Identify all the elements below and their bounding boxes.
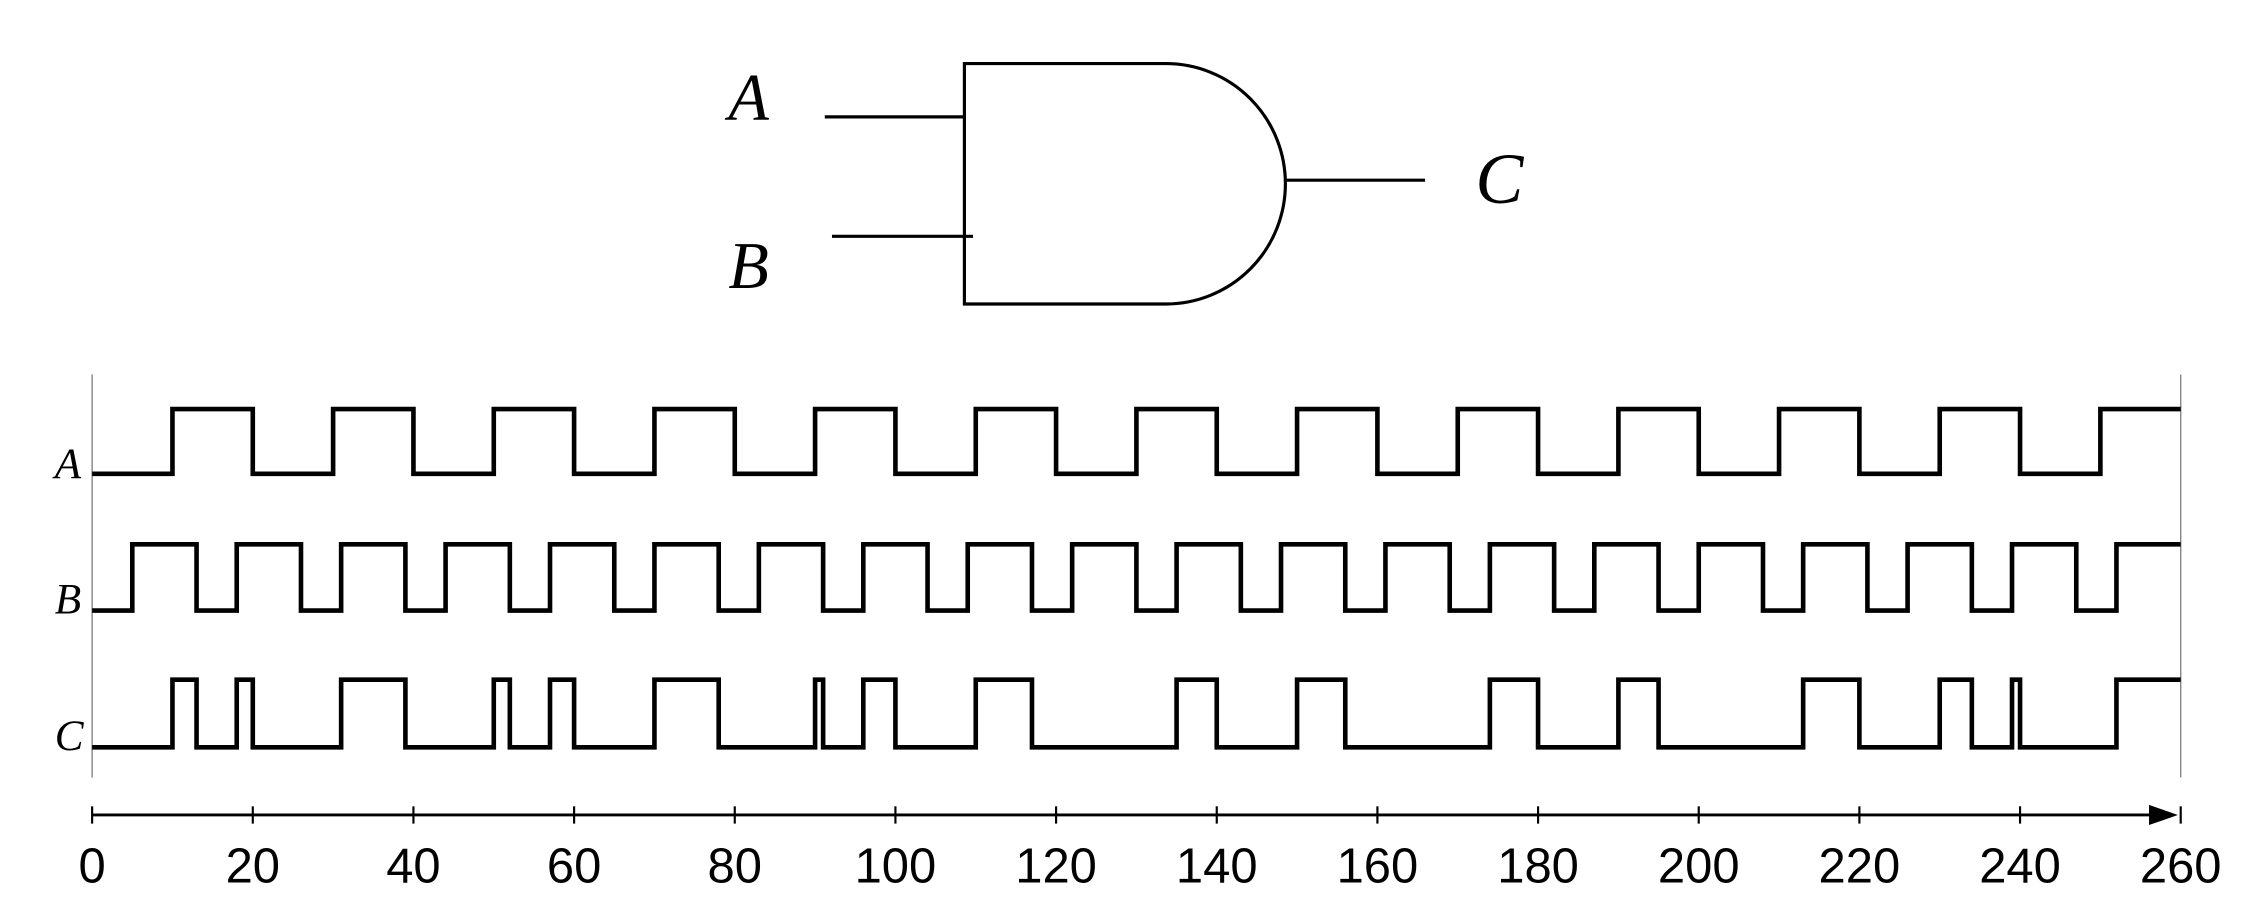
axis-tick-label: 0 xyxy=(79,840,106,894)
axis-tick-label: 200 xyxy=(1658,840,1740,894)
and-gate-symbol: A B C xyxy=(724,62,1524,306)
axis-tick-label: 40 xyxy=(386,840,440,894)
signal-label-a: A xyxy=(52,441,82,488)
time-axis: 0 20 40 60 80 100 120 140 160 180 200 220 240 260 xyxy=(79,804,2222,894)
axis-tick-label: 100 xyxy=(855,840,937,894)
and-gate-body xyxy=(962,62,1287,306)
waveform-b xyxy=(92,542,2181,613)
axis-tick-label: 220 xyxy=(1819,840,1901,894)
axis-tick-label: 180 xyxy=(1497,840,1579,894)
time-axis-arrow-icon xyxy=(2149,804,2178,826)
waveform-c xyxy=(92,677,2181,750)
axis-tick-label: 240 xyxy=(1979,840,2061,894)
signal-label-c: C xyxy=(55,713,85,760)
gate-input-a-label: A xyxy=(724,62,769,135)
axis-tick-label: 60 xyxy=(547,840,601,894)
waveform-a xyxy=(92,406,2181,477)
gate-input-b-label: B xyxy=(728,230,768,303)
signal-label-b: B xyxy=(55,576,81,623)
axis-tick-label: 80 xyxy=(708,840,762,894)
axis-tick-label: 160 xyxy=(1337,840,1419,894)
axis-tick-label: 20 xyxy=(226,840,280,894)
gate-output-c-label: C xyxy=(1475,139,1524,219)
axis-tick-label: 140 xyxy=(1176,840,1258,894)
axis-tick-label: 120 xyxy=(1015,840,1097,894)
axis-tick-label: 260 xyxy=(2140,840,2222,894)
